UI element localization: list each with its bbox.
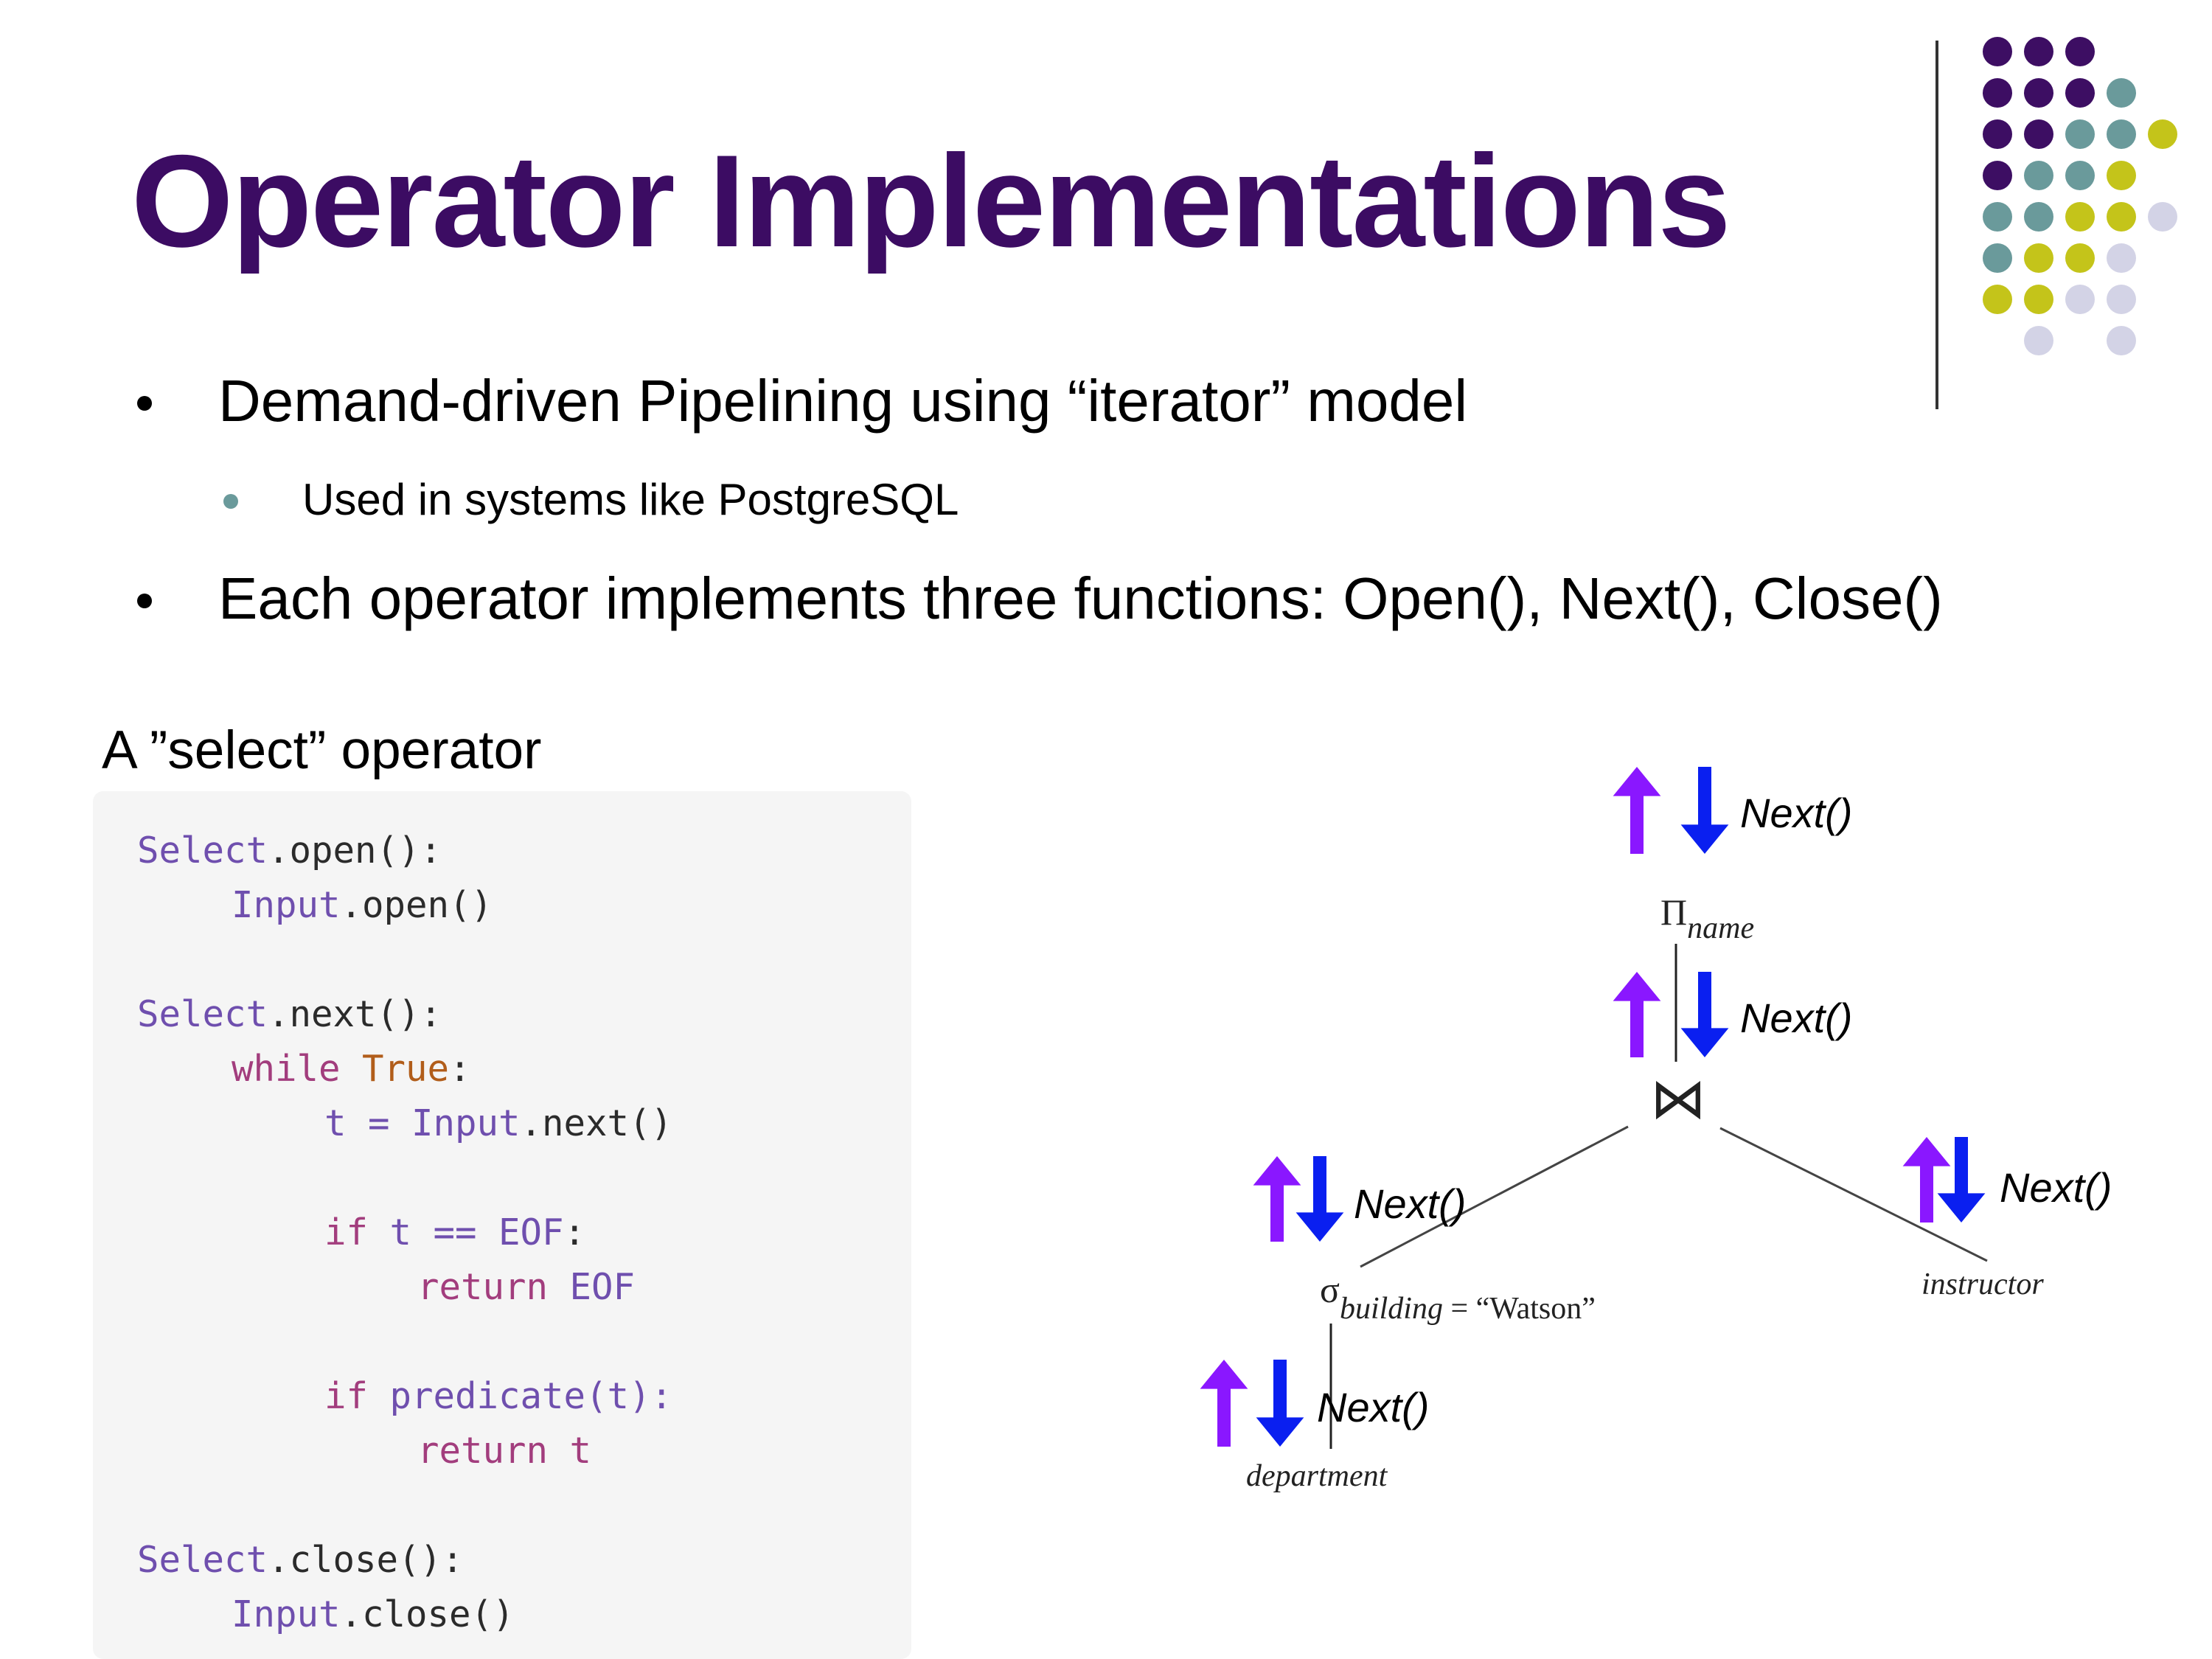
decorative-dot — [2065, 285, 2095, 314]
code-line: Select.close(): — [137, 1539, 464, 1581]
bullet-three-functions: Each operator implements three functions… — [218, 566, 1943, 631]
code-line: Select.next(): — [137, 993, 442, 1035]
bullet-marker — [223, 494, 238, 509]
decorative-dot — [2024, 243, 2053, 273]
decorative-dot — [2065, 202, 2095, 232]
decorative-dot — [2024, 285, 2053, 314]
selection-node: σbuilding = “Watson” — [1320, 1269, 1596, 1326]
join-node: ⋈ — [1650, 1068, 1706, 1130]
next-label-projection: Next() — [1740, 995, 1853, 1041]
decorative-dot — [2107, 326, 2136, 355]
decorative-dot — [2024, 78, 2053, 108]
decorative-dot — [2107, 161, 2136, 190]
decorative-dot — [2065, 243, 2095, 273]
decorative-dot — [2065, 119, 2095, 149]
arrow-up-icon — [1253, 1156, 1301, 1242]
bullet-postgresql: Used in systems like PostgreSQL — [302, 475, 959, 524]
decorative-dot — [1983, 243, 2012, 273]
bullet-iterator-model: Demand-driven Pipelining using “iterator… — [218, 368, 1468, 434]
decorative-dot — [2024, 326, 2053, 355]
arrow-up-icon — [1613, 767, 1661, 854]
decorative-dot — [2065, 37, 2095, 66]
next-label-instructor: Next() — [2000, 1164, 2112, 1211]
code-line: return EOF — [417, 1266, 636, 1308]
slide-title: Operator Implementations — [131, 128, 1731, 274]
decorative-dot — [2148, 202, 2177, 232]
decorative-dot — [2065, 161, 2095, 190]
edge-join-instructor — [1719, 1127, 1988, 1262]
code-line: while True: — [232, 1048, 471, 1090]
arrow-down-icon — [1680, 767, 1729, 854]
department-leaf: department — [1246, 1459, 1388, 1493]
decorative-dot — [2065, 78, 2095, 108]
arrow-down-icon — [1256, 1360, 1304, 1447]
arrow-up-icon — [1613, 972, 1661, 1057]
arrow-down-icon — [1937, 1137, 1986, 1222]
next-label-top: Next() — [1740, 790, 1853, 836]
select-operator-caption: A ”select” operator — [102, 720, 542, 780]
decorative-dot — [2148, 119, 2177, 149]
code-block: Select.open(): Input.open() Select.next(… — [93, 791, 911, 1659]
decorative-dot — [1983, 78, 2012, 108]
decorative-dot — [2024, 202, 2053, 232]
next-label-department: Next() — [1317, 1384, 1430, 1430]
code-line: Select.open(): — [137, 830, 442, 872]
decorative-dot — [2024, 37, 2053, 66]
bullet-marker — [137, 594, 152, 608]
arrow-up-icon — [1200, 1360, 1248, 1447]
arrow-down-icon — [1295, 1156, 1344, 1242]
code-line: if predicate(t): — [324, 1375, 673, 1417]
decorative-dot — [1983, 119, 2012, 149]
decorative-dot — [2107, 119, 2136, 149]
decorative-dot — [2107, 285, 2136, 314]
decorative-dot — [2107, 243, 2136, 273]
arrow-down-icon — [1680, 972, 1729, 1057]
decorative-dot — [2024, 119, 2053, 149]
decorative-dot — [2024, 161, 2053, 190]
decorative-dot — [2107, 202, 2136, 232]
code-line: Input.close() — [232, 1593, 515, 1635]
code-line: if t == EOF: — [324, 1211, 586, 1253]
arrow-up-icon — [1902, 1137, 1951, 1222]
instructor-leaf: instructor — [1921, 1267, 2044, 1301]
bullet-marker — [137, 396, 152, 411]
projection-node: Πname — [1660, 891, 1755, 945]
next-label-selection: Next() — [1354, 1180, 1467, 1227]
code-line: t = Input.next() — [324, 1102, 673, 1144]
decorative-dot — [1983, 161, 2012, 190]
decorative-dot — [2107, 78, 2136, 108]
code-line: return t — [417, 1430, 592, 1472]
code-line: Input.open() — [232, 884, 493, 926]
decorative-dot — [1983, 202, 2012, 232]
decorative-dot — [1983, 37, 2012, 66]
decorative-dot — [1983, 285, 2012, 314]
